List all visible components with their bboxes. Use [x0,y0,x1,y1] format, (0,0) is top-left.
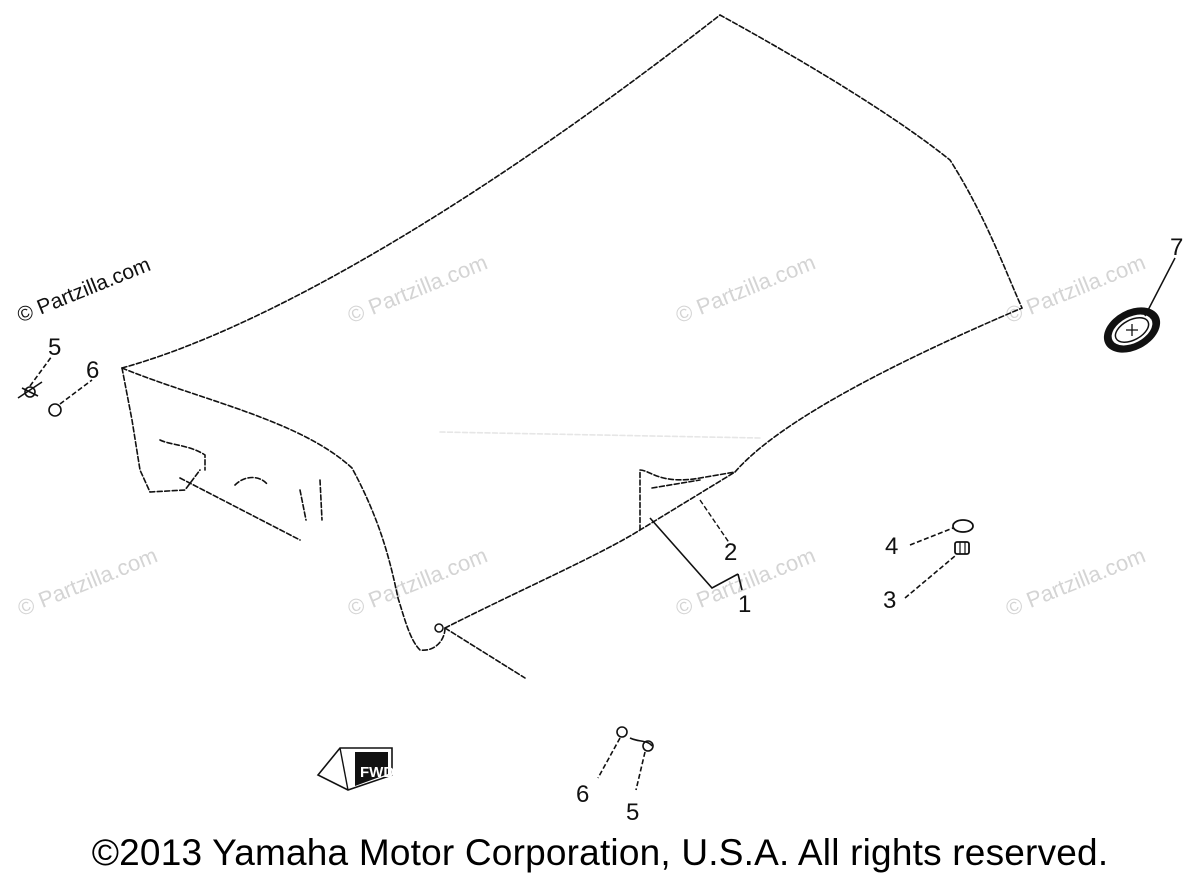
seat-hook [434,623,444,633]
parts-5-6-left [17,355,93,417]
callout-6: 6 [86,357,99,384]
callout-7: 7 [1170,234,1183,261]
seat-side-panel [121,367,201,493]
fwd-label: FWD [360,764,394,781]
callout-6: 6 [576,781,589,808]
copyright-notice: ©2013 Yamaha Motor Corporation, U.S.A. A… [91,832,1109,873]
part-3-nut [904,541,970,599]
part-1-bracket [649,517,743,591]
seat-bottom-edge [444,471,736,629]
parts-5-6-bottom [597,726,654,791]
part-7-emblem [1103,257,1176,353]
seat-top-outline [121,14,1024,473]
fwd-tag: FWD [316,747,394,791]
callout-5: 5 [48,334,61,361]
callout-2: 2 [724,539,737,566]
callout-3: 3 [883,587,896,614]
leader-2 [699,499,731,545]
seat-latch-line [444,627,526,679]
callout-1: 1 [738,591,751,618]
seat-front-edge [121,367,446,651]
seat-bolt-line [179,477,301,541]
part-4-washer [909,519,974,546]
callout-5: 5 [626,799,639,826]
callout-4: 4 [885,533,898,560]
